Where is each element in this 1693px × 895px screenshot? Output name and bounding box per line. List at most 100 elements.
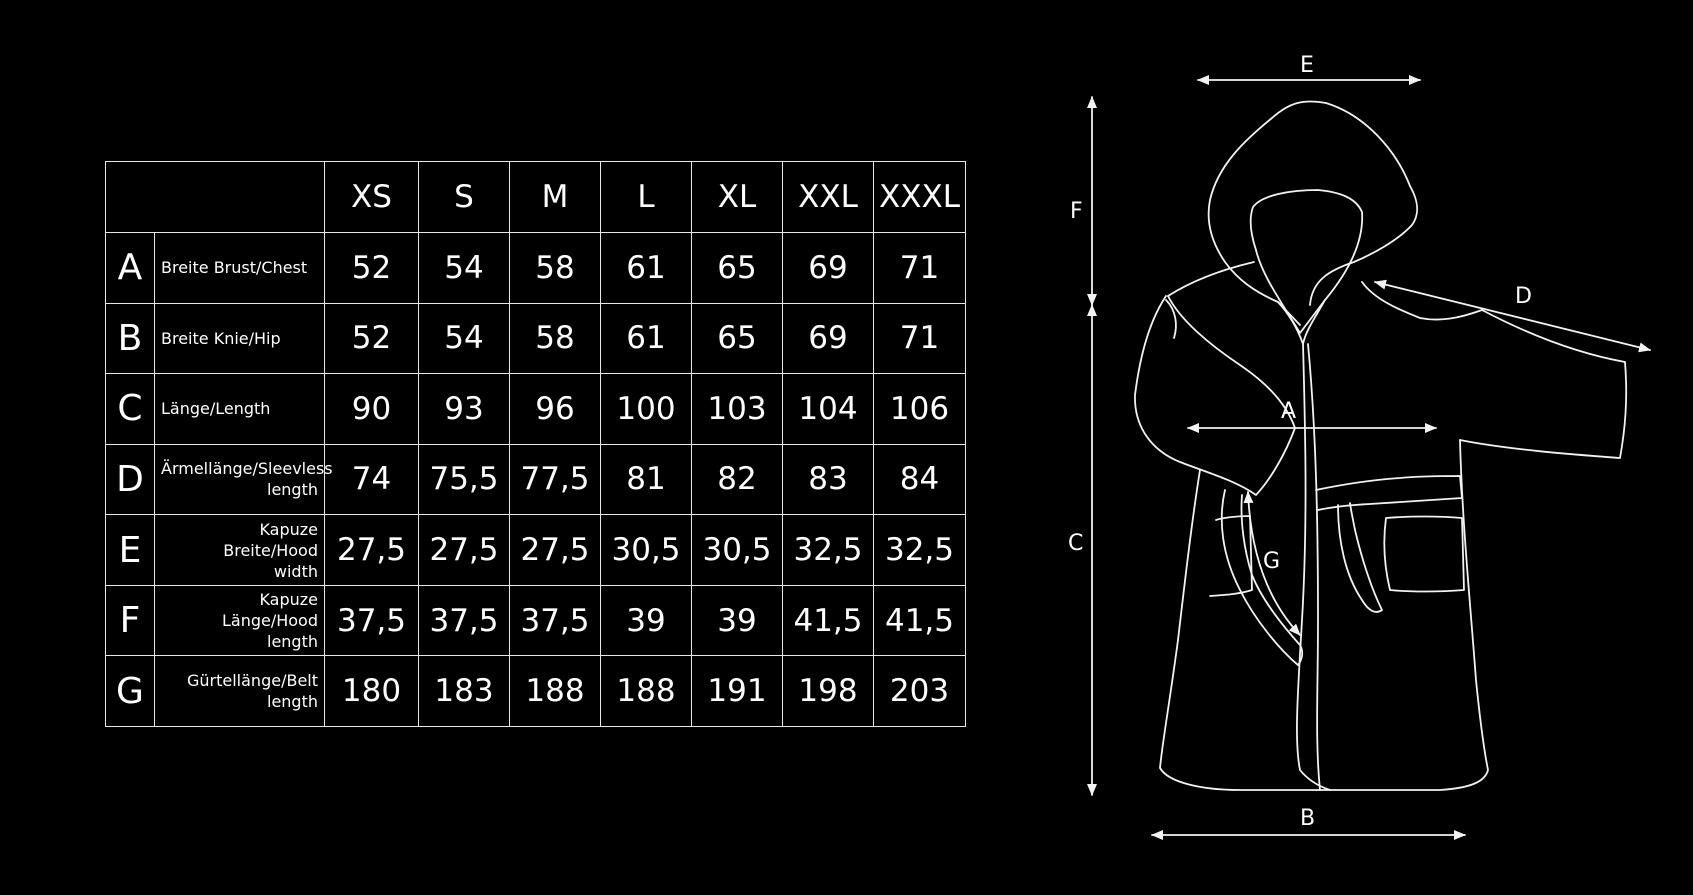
table-cell: 52 [324,232,419,304]
row-letter: B [105,302,155,375]
table-cell: 41,5 [873,584,966,657]
dimension-label-d: D [1515,284,1532,309]
table-cell: 61 [600,232,692,304]
row-label-line1: Kapuze Breite/Hood [223,519,318,560]
row-label-line1: Breite Knie/Hip [161,328,281,348]
table-cell: 39 [691,584,783,657]
row-label-line2: length [267,632,318,652]
table-cell: 183 [418,655,510,727]
size-header-xs: XS [324,161,419,233]
table-cell: 54 [418,232,510,304]
table-cell: 93 [418,373,510,445]
table-cell: 77,5 [509,443,601,516]
table-cell: 71 [873,232,966,304]
table-cell: 188 [509,655,601,727]
dimension-label-a: A [1281,399,1296,424]
table-cell: 180 [324,655,419,727]
size-header-s: S [418,161,510,233]
row-letter: G [105,655,155,727]
table-cell: 191 [691,655,783,727]
table-cell: 203 [873,655,966,727]
table-cell: 37,5 [324,584,419,657]
table-cell: 82 [691,443,783,516]
table-cell: 37,5 [509,584,601,657]
size-header-m: M [509,161,601,233]
table-cell: 27,5 [324,514,419,586]
row-label: Breite Brust/Chest [154,232,325,304]
size-header-xxl: XXL [782,161,874,233]
dimension-label-f: F [1070,199,1083,224]
table-cell: 32,5 [873,514,966,586]
row-label-line1: Länge/Length [161,399,271,419]
size-chart-table: XS S M L XL XXL XXXL A Breite Brust/Ches… [105,161,966,727]
row-label: Breite Knie/Hip [154,302,325,375]
row-letter: E [105,514,155,586]
size-header-xl: XL [691,161,783,233]
table-cell: 27,5 [418,514,510,586]
table-cell: 41,5 [782,584,874,657]
size-header-row: XS S M L XL XXL XXXL [105,161,966,233]
row-label-line1: Ärmellänge/Sleevless [161,459,333,479]
row-letter: D [105,443,155,516]
dimension-g-arrow [1243,491,1301,636]
bathrobe-outline-icon [1134,100,1628,791]
table-cell: 74 [324,443,419,516]
table-cell: 81 [600,443,692,516]
table-row: C Länge/Length 90 93 96 100 103 104 106 [105,373,966,445]
table-cell: 84 [873,443,966,516]
table-cell: 90 [324,373,419,445]
table-cell: 83 [782,443,874,516]
row-letter: A [105,232,155,304]
row-letter: F [105,584,155,657]
table-cell: 65 [691,302,783,375]
row-letter: C [105,373,155,445]
dimension-d-arrow [1374,279,1651,353]
dimension-label-c: C [1068,531,1083,556]
dimension-label-b: B [1300,806,1315,831]
table-cell: 27,5 [509,514,601,586]
row-label: Länge/Length [154,373,325,445]
header-empty-cell [105,161,325,233]
table-cell: 96 [509,373,601,445]
size-header-l: L [600,161,692,233]
table-row: B Breite Knie/Hip 52 54 58 61 65 69 71 [105,302,966,375]
table-cell: 58 [509,232,601,304]
table-cell: 69 [782,232,874,304]
table-cell: 100 [600,373,692,445]
table-cell: 69 [782,302,874,375]
row-label-line2: length [267,692,318,712]
table-cell: 58 [509,302,601,375]
table-cell: 65 [691,232,783,304]
table-cell: 103 [691,373,783,445]
table-cell: 104 [782,373,874,445]
table-cell: 61 [600,302,692,375]
size-header-xxxl: XXXL [873,161,966,233]
table-cell: 54 [418,302,510,375]
table-cell: 75,5 [418,443,510,516]
table-cell: 37,5 [418,584,510,657]
table-cell: 30,5 [691,514,783,586]
table-cell: 52 [324,302,419,375]
dimension-label-g: G [1263,549,1280,574]
table-cell: 32,5 [782,514,874,586]
row-label-line2: width [273,561,318,581]
row-label-line2: length [267,480,318,500]
table-cell: 106 [873,373,966,445]
dimension-arrows [1087,75,1651,840]
table-cell: 30,5 [600,514,692,586]
table-row: A Breite Brust/Chest 52 54 58 61 65 69 7… [105,232,966,304]
table-cell: 39 [600,584,692,657]
table-cell: 71 [873,302,966,375]
row-label-line1: Gürtellänge/Belt [187,671,318,691]
bathrobe-measurement-diagram: E F D A C G B [1068,53,1651,840]
row-label-line1: Breite Brust/Chest [161,258,308,278]
dimension-label-e: E [1300,53,1314,78]
